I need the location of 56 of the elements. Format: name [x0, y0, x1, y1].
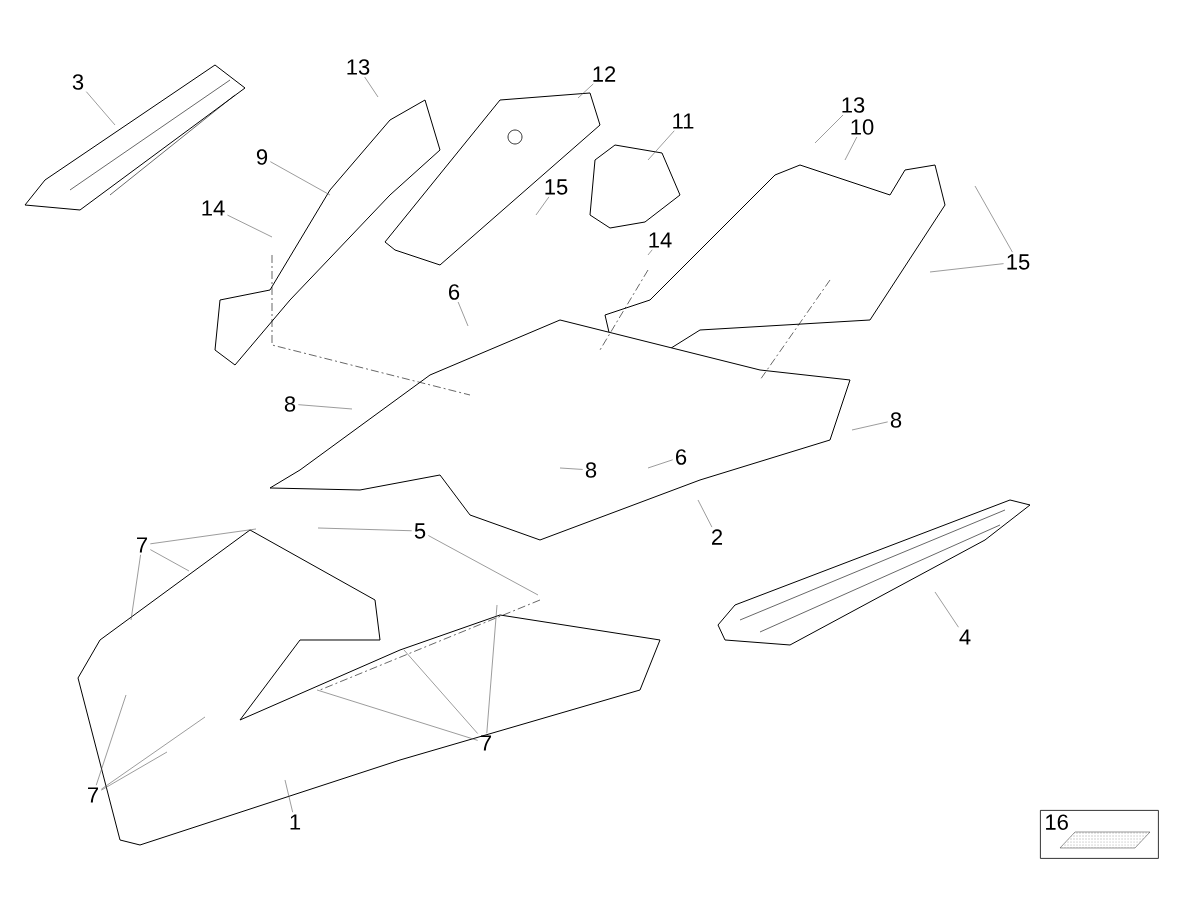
- callout-number: 5: [414, 523, 426, 539]
- leader-line: [559, 467, 583, 470]
- leader-line: [814, 114, 844, 144]
- leader-line: [974, 185, 1013, 253]
- callout-number: 7: [88, 787, 99, 803]
- callout-number: 3: [72, 74, 84, 90]
- callout-number: 15: [1007, 254, 1030, 270]
- leader-line: [428, 535, 539, 596]
- leader-line: [486, 604, 498, 734]
- callout-number: 8: [585, 462, 597, 478]
- callout-number: 15: [545, 179, 568, 195]
- leader-line: [929, 263, 1004, 273]
- leader-line: [317, 527, 412, 532]
- leader-line: [647, 249, 653, 256]
- leader-line: [284, 779, 293, 813]
- leader-line: [457, 301, 469, 327]
- leader-line: [577, 83, 594, 99]
- leader-line: [86, 91, 116, 126]
- callout-number: 14: [649, 232, 672, 248]
- callout-number: 2: [712, 529, 722, 545]
- callout-number: 7: [137, 537, 148, 553]
- callout-number: 8: [284, 396, 296, 412]
- leader-line: [535, 196, 550, 216]
- leader-line: [101, 716, 206, 790]
- callout-number: 9: [256, 149, 268, 165]
- leader-line: [844, 136, 858, 161]
- callout-number: 7: [481, 735, 491, 751]
- leader-line: [697, 499, 713, 528]
- callout-number: 6: [449, 284, 460, 300]
- callout-number: 14: [202, 200, 225, 216]
- leader-line: [647, 459, 673, 469]
- leader-line: [851, 421, 888, 431]
- callout-number: 12: [593, 66, 616, 82]
- leader-line: [150, 549, 190, 572]
- leader-line: [934, 591, 959, 628]
- callout-number: 8: [890, 412, 902, 428]
- part-box: [1059, 831, 1151, 849]
- leader-line: [298, 404, 353, 410]
- leader-line: [101, 751, 168, 791]
- callout-number: 10: [851, 119, 874, 135]
- callout-number: 11: [673, 113, 694, 129]
- callout-number: 1: [290, 814, 301, 830]
- leader-line: [130, 554, 141, 621]
- callout-number: 13: [842, 97, 865, 113]
- leader-line: [227, 214, 273, 238]
- callout-number: 13: [347, 59, 370, 75]
- part-box: 16: [1040, 810, 1159, 859]
- leader-line: [316, 689, 478, 741]
- leader-line: [270, 161, 331, 196]
- leader-line: [150, 528, 257, 545]
- leader-line: [364, 76, 379, 98]
- leader-line: [403, 649, 478, 734]
- callout-number: 4: [959, 629, 971, 645]
- leader-line: [95, 694, 127, 786]
- leader-line: [647, 130, 675, 161]
- callout-number: 6: [676, 449, 687, 465]
